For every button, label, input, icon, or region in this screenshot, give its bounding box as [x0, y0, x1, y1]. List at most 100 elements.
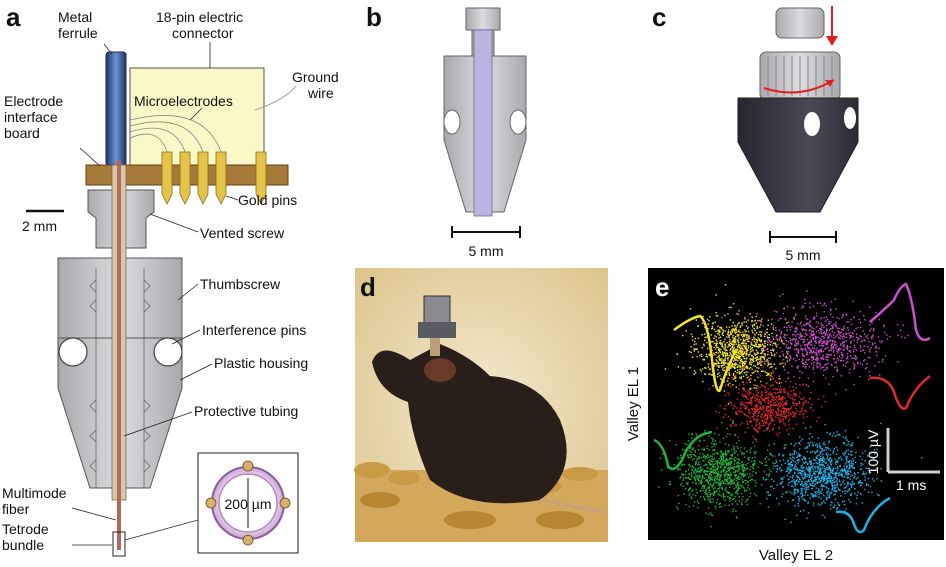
scatter-point	[739, 368, 741, 371]
scatter-point	[832, 485, 834, 487]
scatter-point	[728, 498, 731, 500]
scatter-point	[755, 408, 757, 411]
scatter-point	[857, 436, 859, 439]
scatter-point	[825, 461, 828, 464]
scatter-point	[737, 461, 739, 464]
scatter-point	[881, 340, 883, 342]
scatter-point	[864, 450, 866, 452]
scatter-point	[819, 461, 821, 463]
scatter-point	[742, 350, 744, 352]
scatter-point	[729, 367, 731, 370]
scatter-point	[730, 449, 733, 451]
scatter-point	[714, 472, 716, 474]
scatter-point	[828, 477, 831, 479]
scatter-point	[725, 490, 727, 492]
scatter-point	[732, 366, 734, 368]
scatter-point	[813, 484, 815, 487]
waveform-green	[653, 430, 713, 471]
scatter-point	[794, 327, 796, 329]
scatter-point	[757, 346, 759, 348]
scatter-point	[721, 488, 724, 491]
scatter-point	[705, 480, 707, 482]
scatter-point	[764, 389, 766, 391]
scatter-point	[786, 408, 788, 410]
scatter-point	[745, 325, 748, 327]
scatter-point	[770, 411, 772, 413]
scatter-point	[765, 331, 767, 333]
scatter-point	[730, 479, 733, 481]
scatter-point	[815, 358, 817, 361]
scatter-point	[781, 362, 784, 364]
scatter-point	[874, 365, 876, 367]
scatter-point	[797, 351, 799, 353]
scatter-point	[734, 434, 736, 436]
scatter-point	[768, 336, 771, 339]
scatter-point	[833, 344, 836, 346]
scatter-point	[772, 378, 774, 380]
scatter-point	[800, 466, 803, 468]
scatter-point	[820, 345, 823, 347]
scatter-point	[752, 396, 754, 398]
scatter-point	[716, 342, 719, 345]
scatter-point	[730, 355, 732, 357]
scatter-point	[801, 414, 804, 416]
scatter-point	[756, 393, 758, 396]
scatter-point	[789, 337, 791, 340]
scatter-point	[773, 487, 775, 490]
scatter-point	[810, 392, 812, 394]
scatter-point	[864, 319, 866, 321]
scatter-point	[880, 422, 882, 425]
scatter-point	[764, 347, 766, 349]
scatter-point	[778, 329, 781, 332]
scatter-point	[784, 334, 786, 336]
scatter-point	[724, 346, 727, 348]
scatter-point	[796, 404, 798, 406]
scatter-point	[842, 345, 844, 348]
scatter-point	[708, 491, 710, 493]
scatter-point	[782, 359, 785, 361]
scatter-point	[778, 426, 781, 428]
scatter-point	[793, 413, 795, 416]
scatter-point	[742, 464, 744, 467]
scatter-point	[777, 392, 779, 394]
scatter-point	[830, 476, 832, 478]
scatter-point	[693, 458, 695, 460]
scatter-point	[793, 411, 795, 414]
scatter-point	[708, 489, 711, 491]
scatter-point	[718, 334, 720, 336]
scatter-point	[745, 346, 747, 349]
scatter-point	[867, 467, 869, 469]
scatter-point	[710, 464, 712, 466]
scatter-point	[716, 462, 718, 465]
scatter-point	[829, 472, 831, 475]
scatter-point	[706, 445, 709, 448]
scatter-point	[809, 407, 811, 409]
scatter-point	[739, 349, 741, 352]
scatter-point	[739, 384, 741, 386]
scatter-point	[850, 465, 853, 467]
scatter-point	[745, 415, 748, 417]
scatter-point	[830, 504, 832, 506]
scatter-point	[780, 410, 782, 412]
inset-connector-line	[124, 519, 199, 541]
scatter-point	[740, 447, 742, 449]
scatter-point	[749, 475, 751, 477]
scatter-point	[746, 338, 749, 340]
scatter-point	[735, 363, 737, 366]
scatter-point	[750, 364, 752, 366]
scatter-point	[806, 318, 809, 321]
scatter-point	[730, 454, 732, 456]
scatter-point	[721, 480, 723, 482]
scatter-point	[792, 307, 795, 309]
scatter-point	[726, 480, 728, 482]
scatter-point	[733, 347, 735, 349]
scatter-point	[745, 402, 747, 404]
scatter-point	[793, 399, 796, 401]
scatter-point	[794, 339, 797, 341]
scatter-point	[791, 339, 794, 341]
scatter-point	[807, 377, 810, 379]
scatter-point	[677, 494, 680, 497]
scatter-point	[721, 344, 723, 346]
scatter-point	[766, 415, 769, 417]
scatter-point	[783, 444, 786, 447]
